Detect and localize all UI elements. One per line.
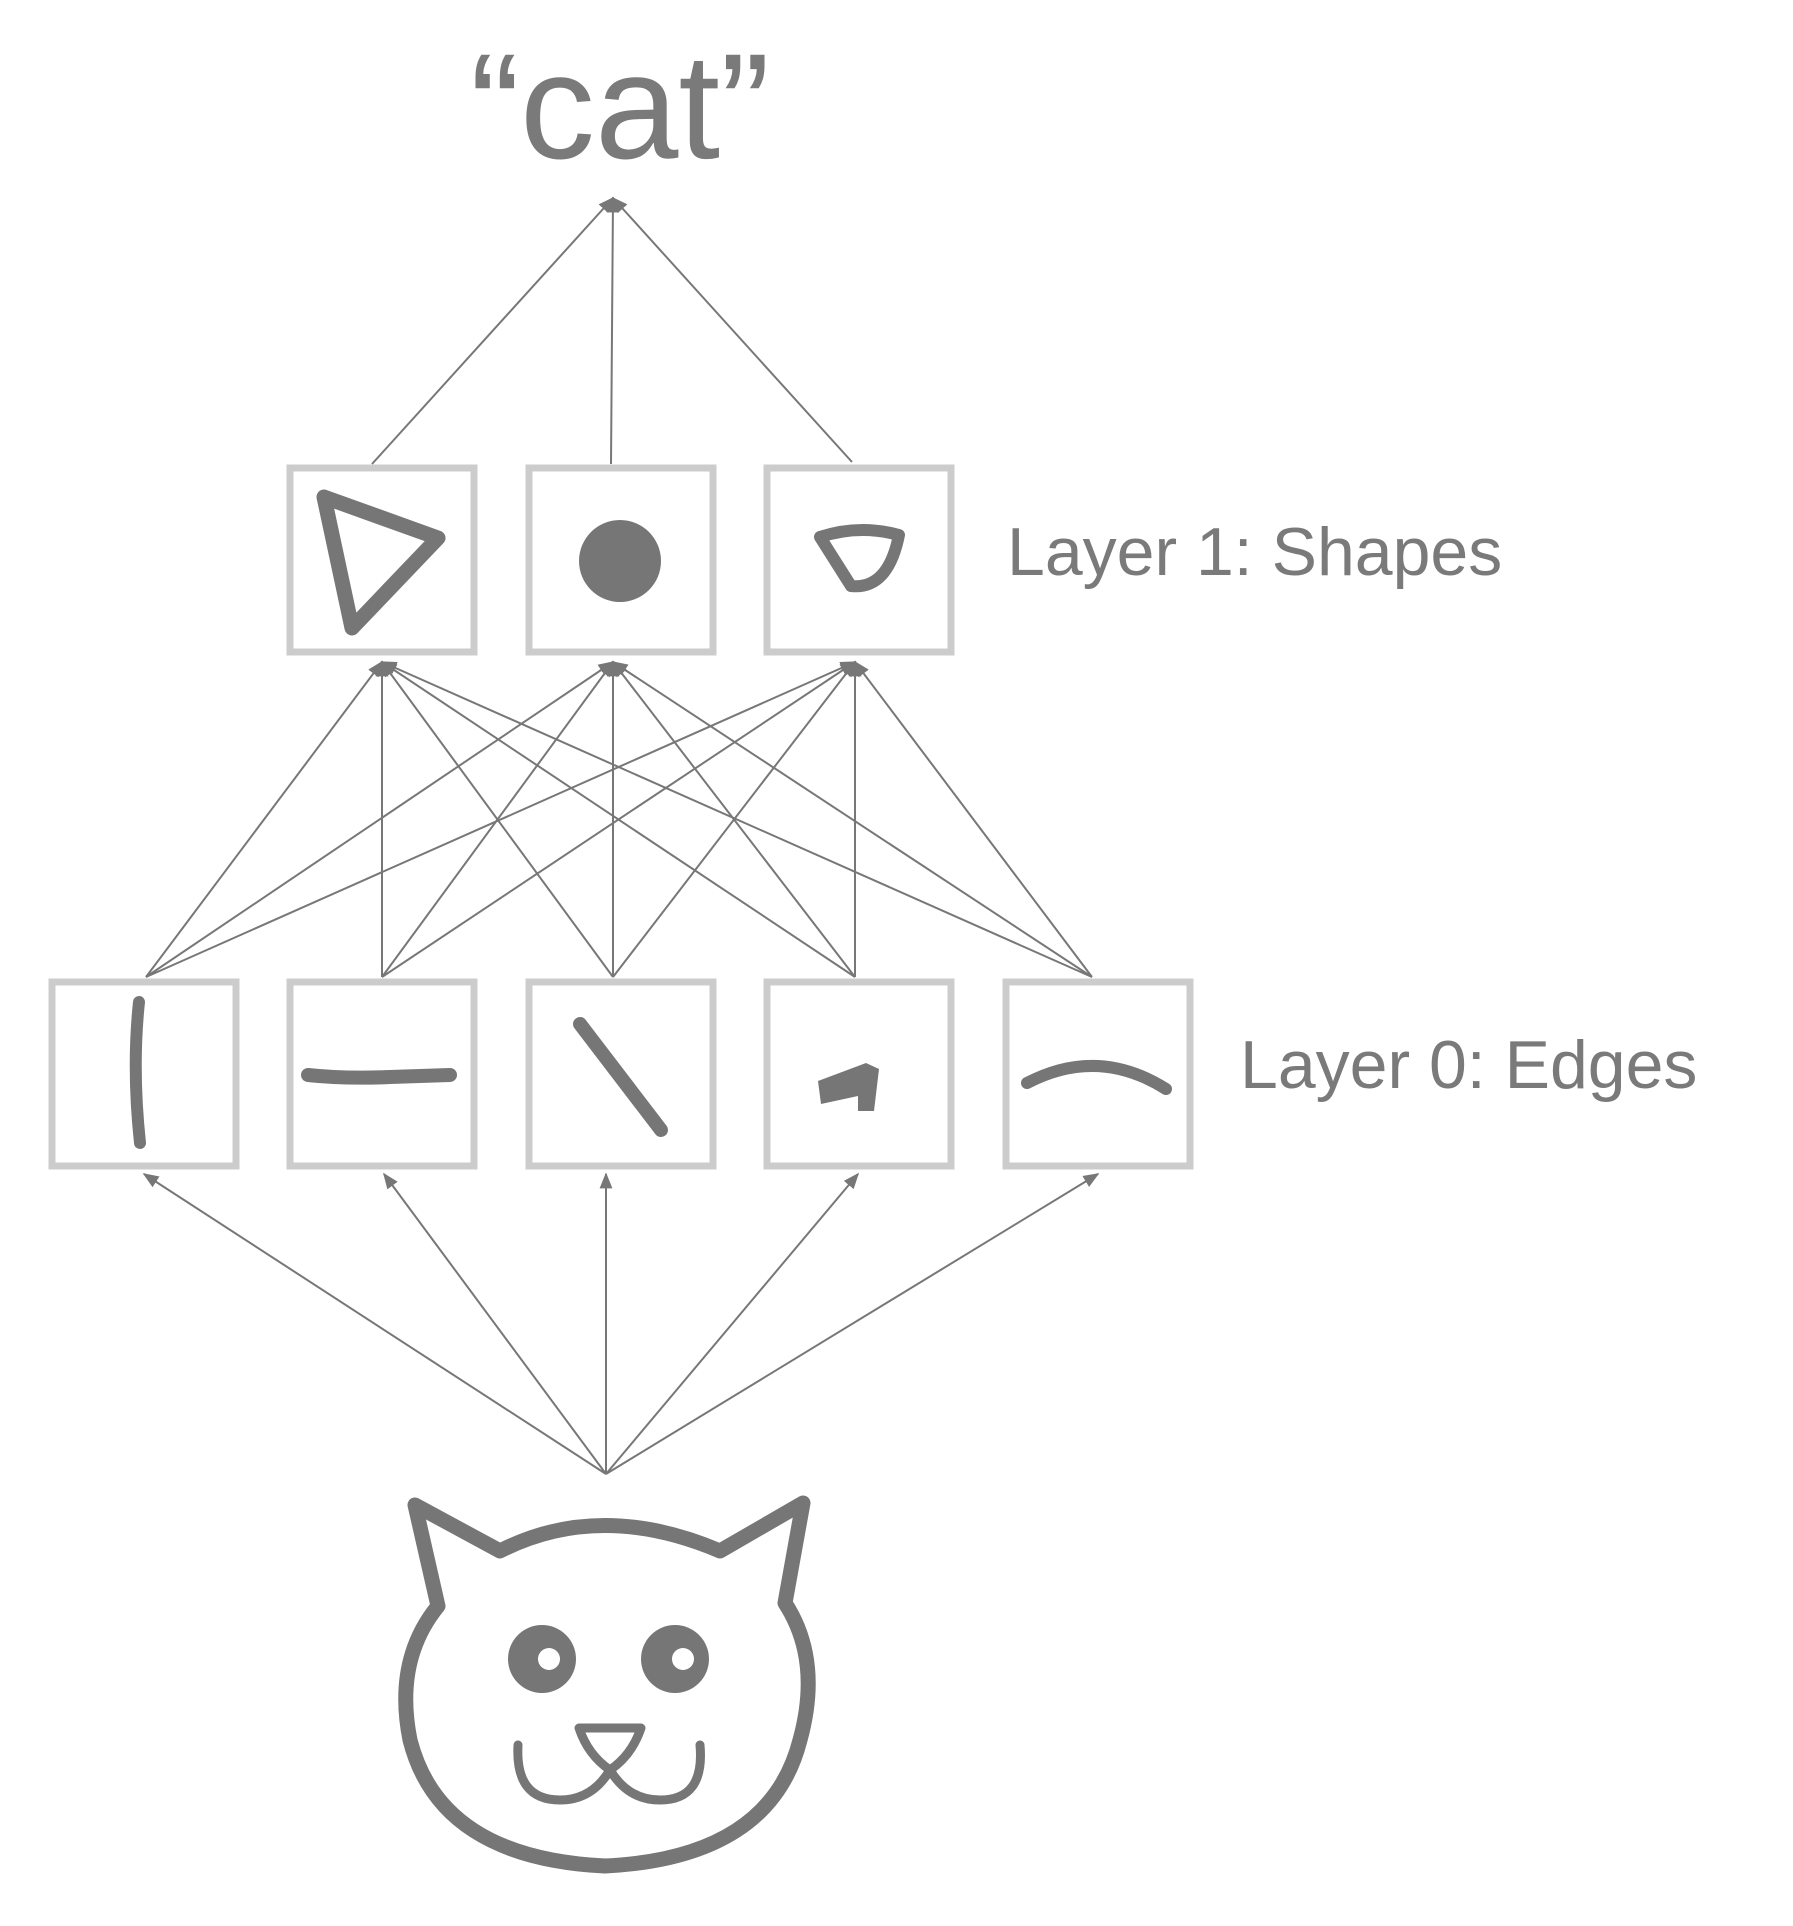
edge-edge-1-to-shape-2	[145, 661, 615, 978]
layer1-node-3	[763, 464, 955, 656]
layer0-node-2	[286, 978, 478, 1170]
connection-edges	[142, 196, 1100, 1475]
edge-edge-5-to-shape-3	[854, 660, 1093, 978]
edge-input-to-edge-5	[605, 1173, 1100, 1475]
edge-edge-5-to-shape-2	[611, 661, 1093, 978]
edge-edge-5-to-shape-1	[380, 661, 1093, 978]
layer0-label: Layer 0: Edges	[1240, 1027, 1697, 1103]
layer0-node-4	[763, 978, 955, 1170]
edge-input-to-edge-2	[383, 1172, 607, 1475]
edge-shape-1-to-output	[371, 196, 615, 465]
edge-shape-2-to-output	[606, 196, 620, 465]
curved-edge-icon	[1021, 1059, 1172, 1095]
horizontal-edge-icon	[301, 1068, 457, 1085]
vertical-edge-icon	[129, 996, 146, 1149]
edge-edge-3-to-shape-1	[381, 660, 614, 978]
diagonal-edge-icon	[573, 1017, 668, 1137]
inverted-triangle-icon	[814, 524, 905, 593]
layer0-node-1	[48, 978, 240, 1170]
edge-input-to-edge-1	[142, 1173, 607, 1475]
output-label: “cat”	[470, 22, 770, 190]
cat-mouth	[513, 1740, 705, 1805]
cat-face-icon	[398, 1495, 816, 1874]
edge-edge-4-to-shape-1	[380, 661, 856, 978]
edge-input-to-edge-4	[605, 1172, 860, 1475]
layer0-node-5	[1002, 978, 1194, 1170]
layer0-node-3	[525, 978, 717, 1170]
filled-circle-icon	[579, 520, 661, 602]
edge-edge-4-to-shape-2	[612, 660, 856, 978]
edge-edge-1-to-shape-1	[145, 660, 383, 978]
corner-edge-icon	[818, 1063, 879, 1111]
layer1-label: Layer 1: Shapes	[1007, 514, 1502, 590]
cat-nose	[574, 1723, 646, 1775]
layer1-node-2	[525, 464, 717, 656]
edge-edge-1-to-shape-3	[145, 661, 857, 978]
edge-shape-3-to-output	[611, 196, 853, 463]
triangle-icon	[316, 489, 446, 636]
left-eye	[508, 1625, 576, 1693]
right-eye	[641, 1625, 709, 1693]
layer1-node-1	[286, 464, 478, 656]
